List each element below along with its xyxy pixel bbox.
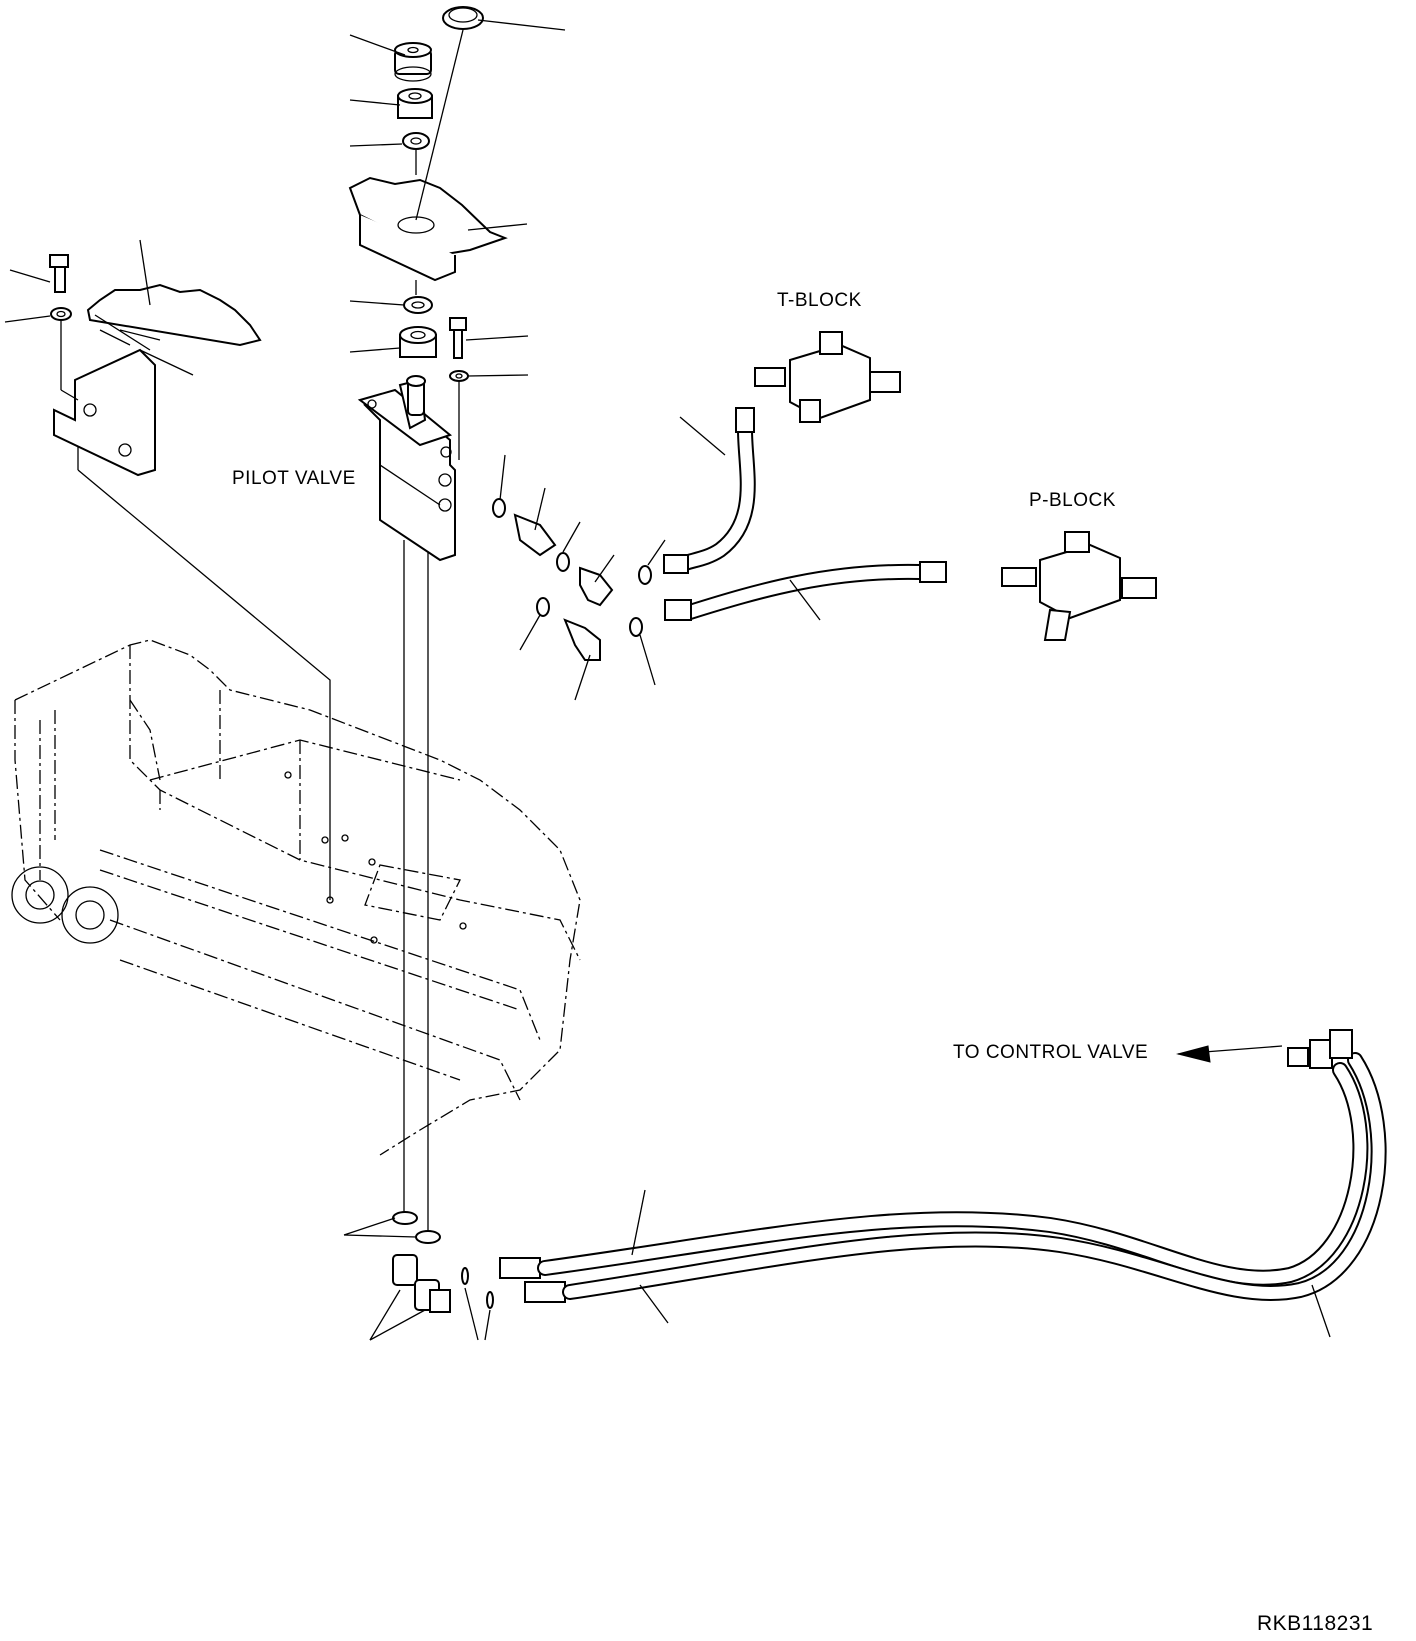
- upper-hoses: [663, 407, 947, 621]
- t-block-label: T-BLOCK: [777, 290, 862, 311]
- pedal-stack: [348, 6, 508, 460]
- lower-hose-assembly: [392, 1029, 1387, 1313]
- p-block-label: P-BLOCK: [1029, 490, 1116, 511]
- valve-fittings: [492, 498, 652, 661]
- leader-lines: [4, 19, 1331, 1341]
- t-block: [754, 331, 901, 423]
- drawing-number: RKB118231: [1257, 1612, 1374, 1635]
- cab-floor-outline: [11, 639, 581, 1156]
- p-block: [1001, 531, 1157, 641]
- left-bracket-assembly: [49, 254, 262, 477]
- pilot-valve-body: [357, 375, 456, 562]
- assembly-center-lines: [77, 440, 429, 1230]
- to-control-valve-label: TO CONTROL VALVE: [953, 1042, 1149, 1063]
- pilot-valve-label: PILOT VALVE: [232, 468, 356, 489]
